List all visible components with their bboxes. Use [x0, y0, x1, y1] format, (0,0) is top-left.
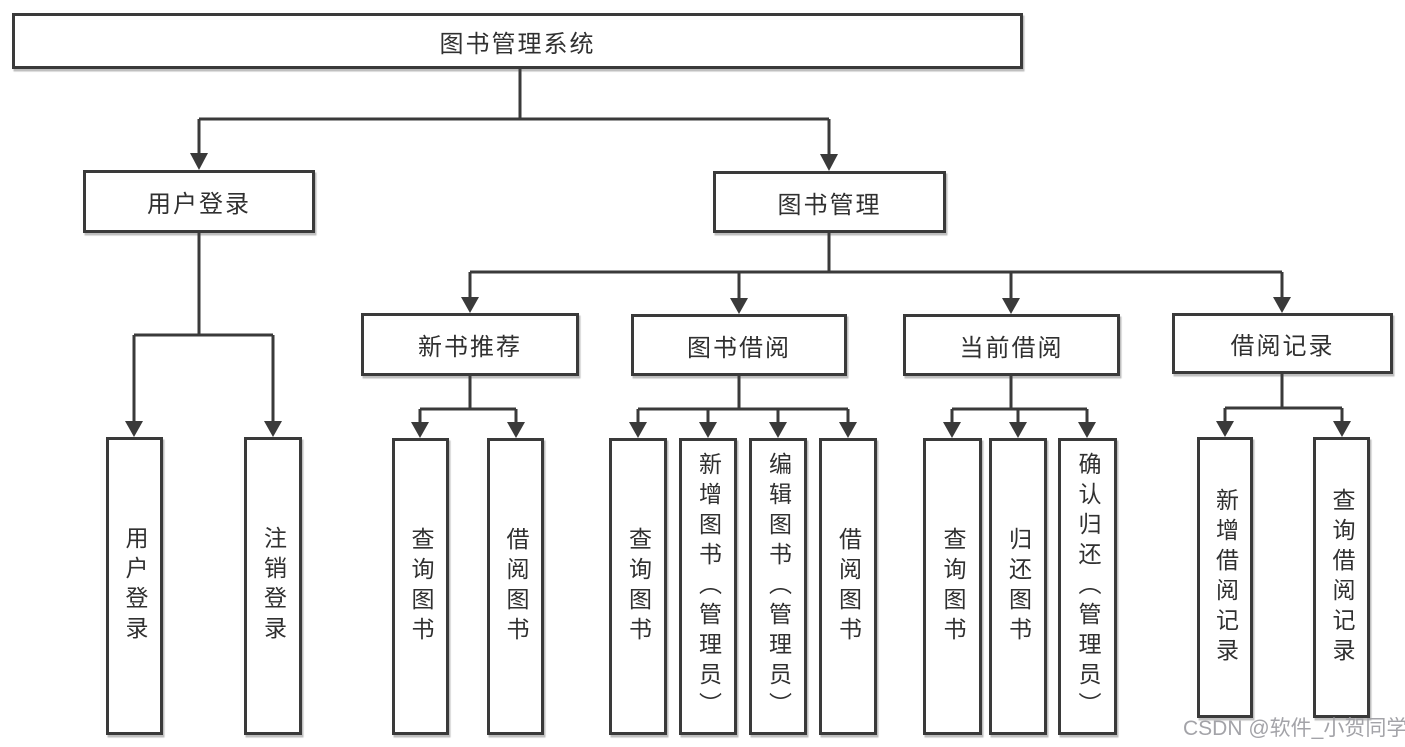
arrowhead-bb-add: [699, 422, 717, 438]
leaf-cb-confirm-return-admin: 确认归还（管理员）: [1058, 438, 1117, 735]
node-user-login-label: 用户登录: [147, 191, 251, 218]
arrowhead-br-query: [1333, 421, 1351, 437]
arrowhead-bb-edit: [769, 422, 787, 438]
arrowhead-br-add: [1216, 421, 1234, 437]
arrowhead-book-mgmt: [820, 154, 838, 171]
leaf-logout-label: 注销登录: [260, 526, 287, 646]
leaf-cb-query-books: 查询图书: [923, 438, 982, 735]
leaf-br-query-record-label: 查询借阅记录: [1329, 487, 1355, 668]
root-node-label: 图书管理系统: [439, 30, 596, 58]
arrowhead-user-login: [190, 153, 208, 170]
arrowhead-new-books: [461, 297, 479, 313]
leaf-nb-borrow-books-label: 借阅图书: [503, 526, 529, 647]
node-book-borrowing: 图书借阅: [631, 314, 847, 376]
leaf-nb-query-books-label: 查询图书: [408, 526, 434, 647]
node-current-borrowing: 当前借阅: [903, 314, 1120, 376]
leaf-bb-borrow-books-label: 借阅图书: [835, 526, 862, 647]
connector-borrow-records-children: [1223, 374, 1344, 421]
leaf-nb-borrow-books: 借阅图书: [487, 438, 544, 735]
leaf-cb-return-books: 归还图书: [989, 438, 1047, 735]
node-borrowing-records-label: 借阅记录: [1230, 333, 1335, 360]
node-borrowing-records: 借阅记录: [1172, 313, 1393, 374]
leaf-bb-query-books: 查询图书: [609, 438, 667, 735]
node-book-management: 图书管理: [713, 171, 946, 233]
leaf-bb-add-books-admin-label: 新增图书（管理员）: [695, 451, 722, 722]
leaf-bb-edit-books-admin: 编辑图书（管理员）: [749, 438, 807, 735]
arrowhead-leaf-logout: [264, 421, 282, 437]
node-new-book-recommend-label: 新书推荐: [418, 334, 522, 361]
connector-book-mgmt-children: [468, 233, 1284, 298]
leaf-user-login-label: 用户登录: [122, 526, 148, 646]
node-book-borrowing-label: 图书借阅: [687, 334, 791, 362]
leaf-bb-borrow-books: 借阅图书: [819, 438, 877, 735]
connector-current-borrow-children: [950, 376, 1089, 422]
leaf-br-add-record-label: 新增借阅记录: [1212, 487, 1239, 668]
connector-new-books-children: [418, 376, 518, 422]
arrowhead-nb-query: [411, 422, 429, 438]
leaf-bb-add-books-admin: 新增图书（管理员）: [679, 438, 737, 735]
leaf-logout: 注销登录: [244, 437, 302, 735]
node-new-book-recommend: 新书推荐: [361, 313, 579, 376]
node-current-borrowing-label: 当前借阅: [959, 334, 1064, 362]
arrowhead-current-borrow: [1002, 298, 1020, 314]
leaf-cb-confirm-return-admin-label: 确认归还（管理员）: [1075, 451, 1101, 722]
leaf-bb-edit-books-admin-label: 编辑图书（管理员）: [765, 451, 792, 722]
arrowhead-nb-borrow: [507, 422, 525, 438]
leaf-bb-query-books-label: 查询图书: [625, 526, 652, 647]
arrowhead-leaf-user-login: [125, 421, 143, 437]
leaf-br-add-record: 新增借阅记录: [1197, 437, 1253, 718]
leaf-br-query-record: 查询借阅记录: [1313, 437, 1370, 718]
leaf-cb-query-books-label: 查询图书: [940, 526, 966, 647]
node-user-login: 用户登录: [83, 170, 315, 233]
connector-book-borrow-children: [636, 376, 850, 422]
arrowhead-cb-confirm: [1078, 422, 1096, 438]
csdn-watermark: CSDN @软件_小贺同学: [1183, 717, 1405, 740]
leaf-nb-query-books: 查询图书: [392, 438, 449, 735]
node-book-management-label: 图书管理: [777, 191, 882, 219]
arrowhead-bb-query: [629, 422, 647, 438]
arrowhead-bb-borrow: [839, 422, 857, 438]
leaf-cb-return-books-label: 归还图书: [1005, 526, 1032, 647]
arrowhead-cb-return: [1009, 422, 1027, 438]
arrowhead-borrow-records: [1273, 297, 1291, 313]
connector-root-to-level2: [197, 69, 831, 156]
connector-user-login-children: [132, 233, 275, 421]
root-node-book-management-system: 图书管理系统: [12, 13, 1023, 69]
arrowhead-book-borrow: [730, 298, 748, 314]
arrowhead-cb-query: [943, 422, 961, 438]
leaf-user-login: 用户登录: [106, 437, 163, 735]
